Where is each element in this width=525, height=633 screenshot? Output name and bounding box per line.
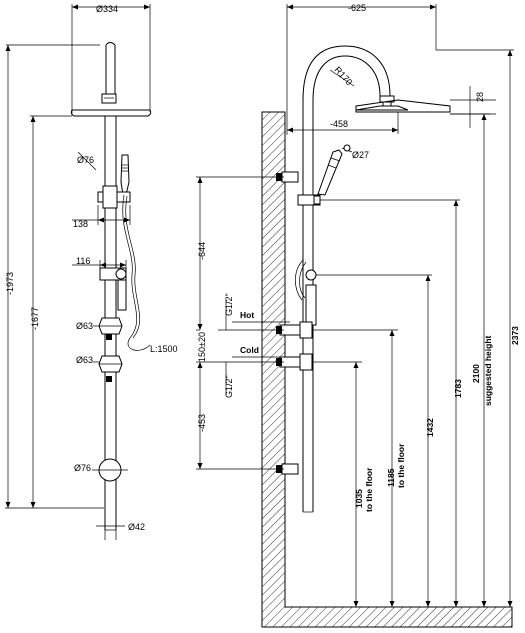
height-1432-label: 1432 [425, 418, 435, 437]
handshower [120, 154, 130, 196]
wall-and-floor [261, 111, 513, 628]
front-view: Ø334 -1973 -1677 Ø76 [5, 4, 178, 540]
thread-lower-label: G1/2" [224, 375, 234, 398]
hose-length-label: L:1500 [150, 344, 178, 354]
hose [122, 194, 151, 351]
bar-diameter-lower-label: Ø63 [76, 355, 93, 365]
side-handshower [317, 149, 343, 196]
thread-upper-label: G1/2" [224, 293, 234, 316]
tube-diameter-label: Ø42 [128, 522, 145, 532]
head-thickness-label: 28 [475, 92, 485, 102]
bar-diameter-upper-label: Ø63 [76, 321, 93, 331]
arm-height-label: -1677 [30, 307, 40, 330]
inlet-spacing-label: 150±20 [197, 332, 207, 362]
bottom-fitting-diameter-label: Ø76 [74, 463, 91, 473]
arm-reach-label: -625 [348, 3, 366, 13]
height-1783-label: 1783 [453, 379, 463, 398]
hot-label: Hot [240, 310, 254, 320]
height-2100-label: 2100 [471, 364, 481, 383]
head-diameter-label: Ø334 [96, 4, 118, 14]
side-view: -625 R170 28 -458 Ø27 [196, 3, 520, 628]
holder-width-label: 138 [73, 219, 88, 229]
height-1035-label: 1035 [354, 489, 364, 508]
rain-shower-head [70, 109, 152, 117]
suggested-height-label: suggested height [483, 335, 493, 406]
upper-span-label: -644 [197, 242, 207, 260]
to-floor-1-label: to the floor [364, 467, 374, 512]
overall-height-label: -1973 [5, 272, 15, 295]
height-2373-label: 2373 [510, 326, 520, 345]
lower-span-label: -453 [197, 414, 207, 432]
wall-offset-label: -458 [330, 119, 348, 129]
cold-label: Cold [240, 345, 259, 355]
height-1185-label: 1185 [386, 468, 396, 487]
to-floor-2-label: to the floor [396, 443, 406, 488]
head-connector [101, 93, 117, 104]
shower-arm [302, 45, 391, 190]
side-shower-head [355, 99, 451, 113]
side-hose [295, 259, 304, 301]
diverter-width-label: 116 [76, 256, 90, 266]
side-handshower-diameter-label: Ø27 [352, 150, 369, 160]
